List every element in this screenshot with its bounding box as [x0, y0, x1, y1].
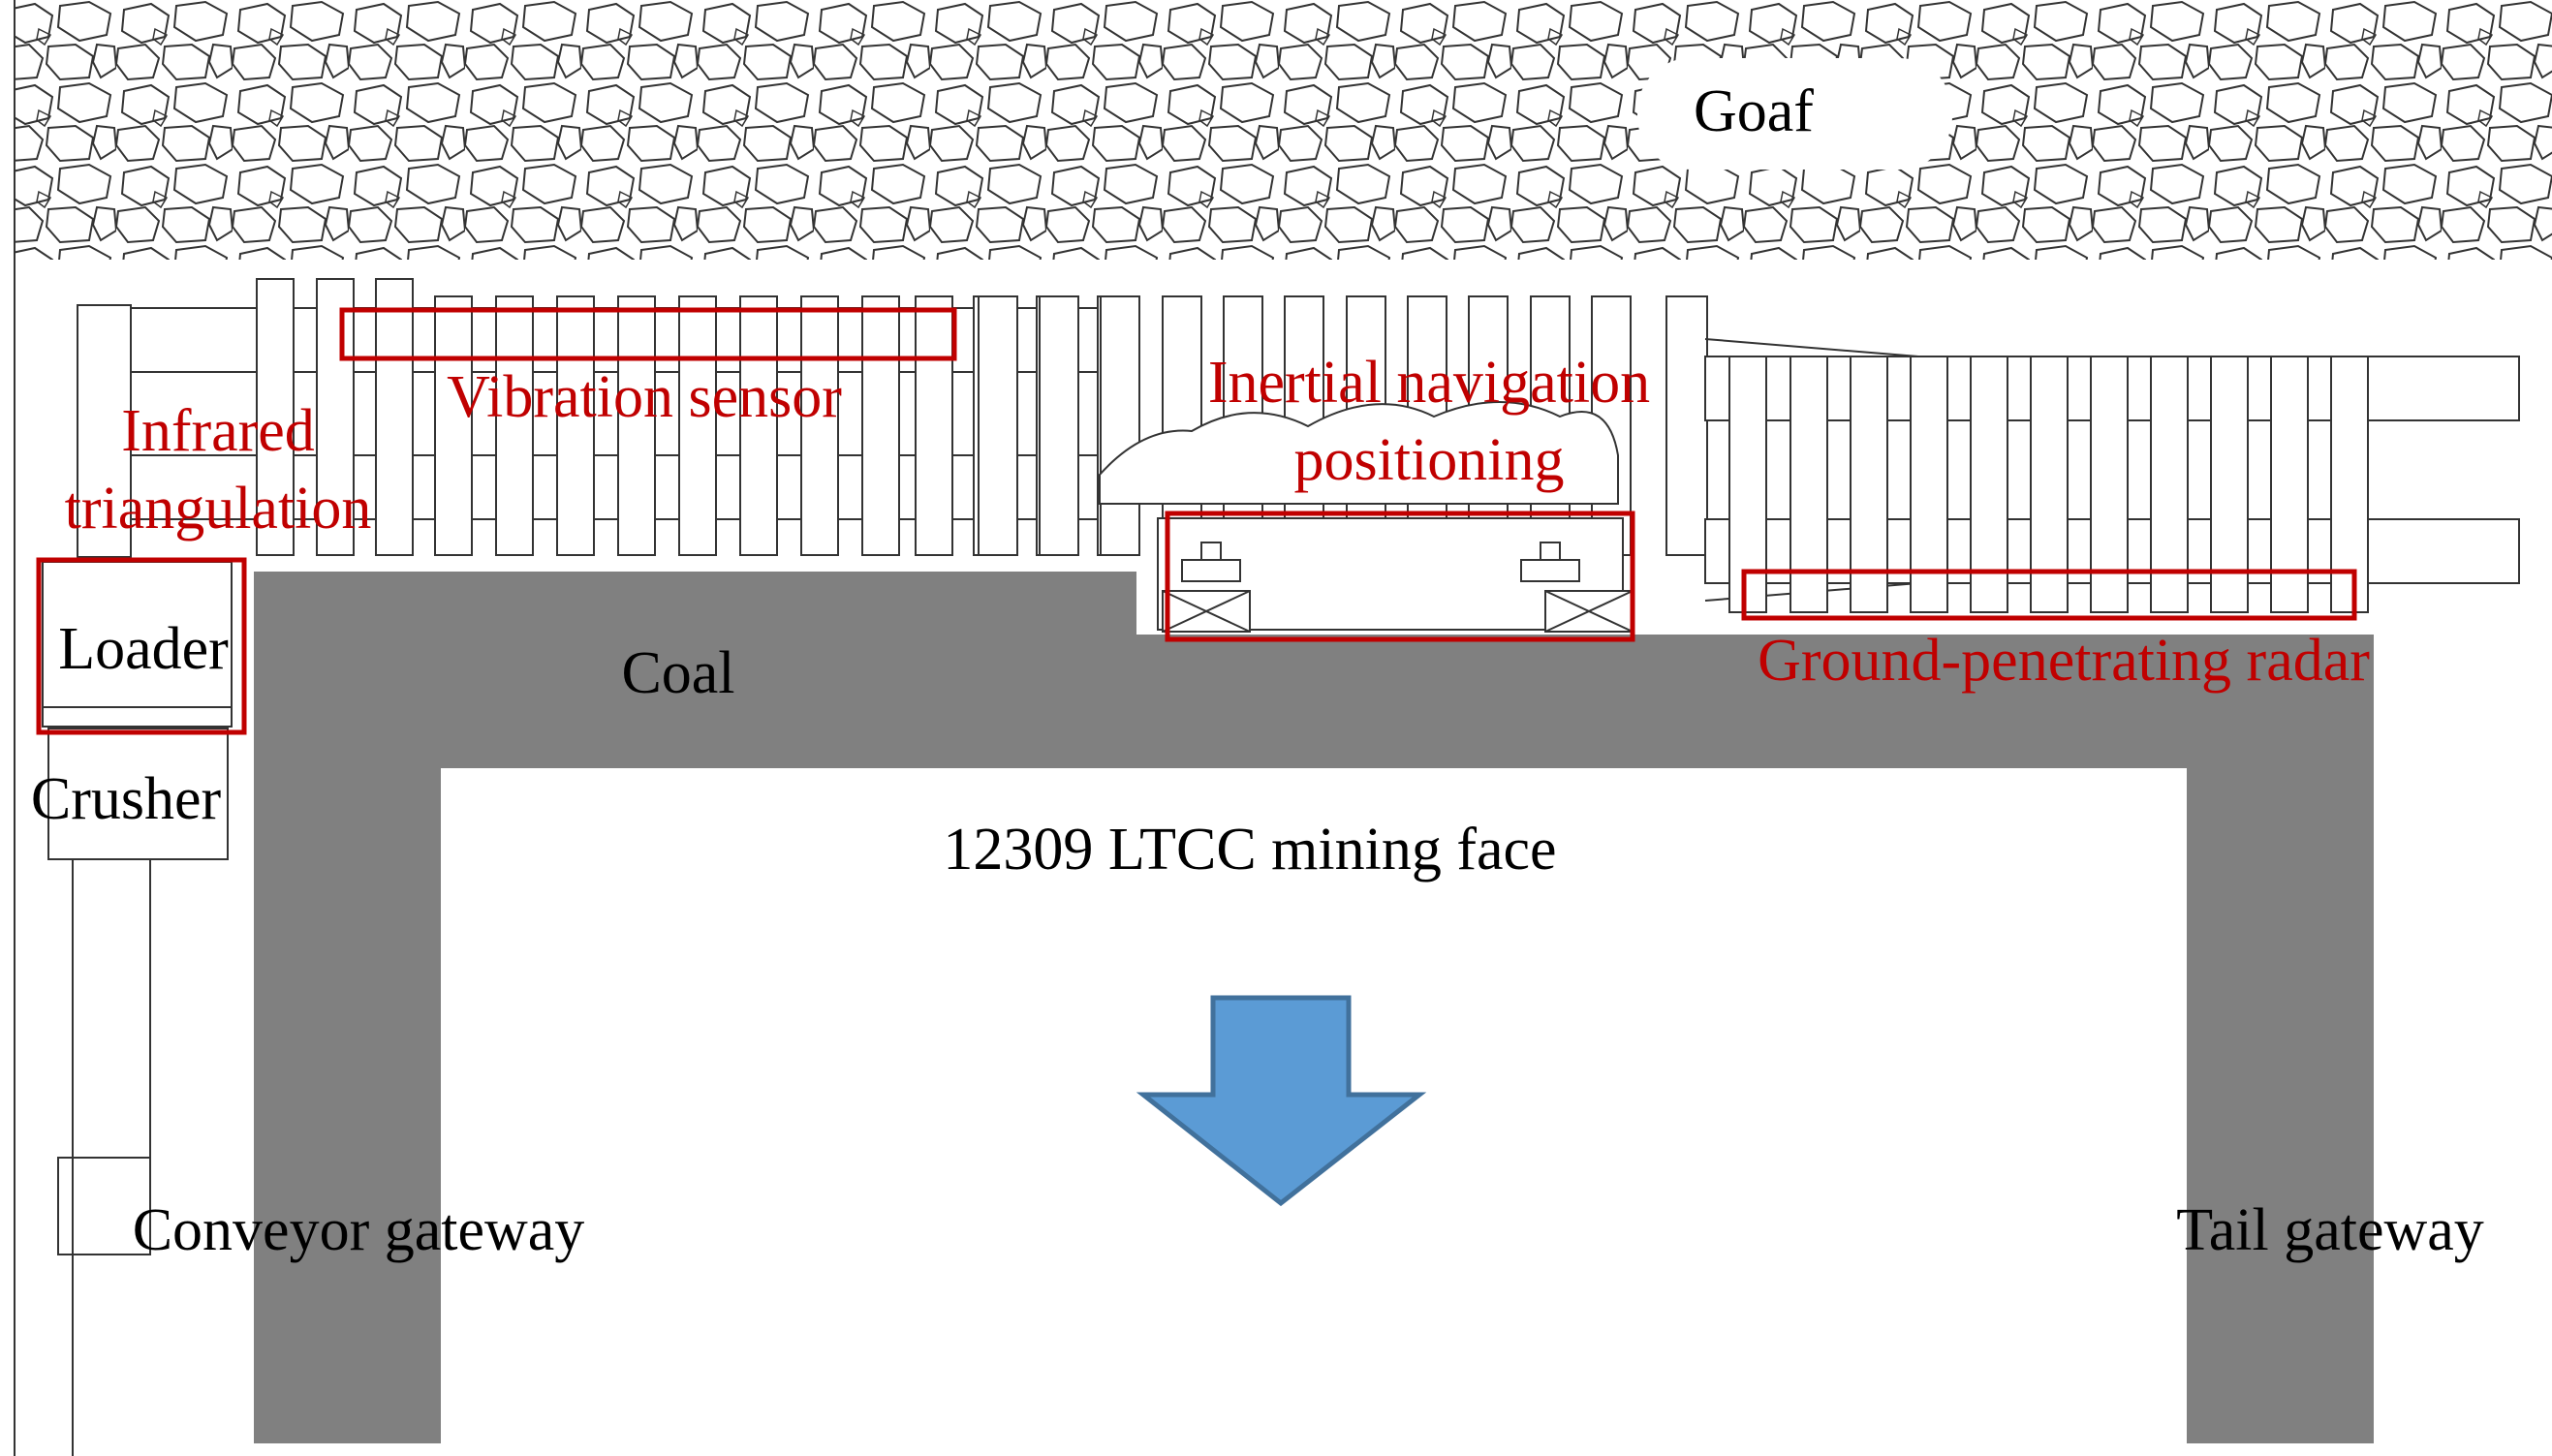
inertial-label-line2: positioning: [1293, 427, 1564, 493]
coal-label: Coal: [621, 640, 734, 706]
annotation-boxes: [36, 307, 2357, 735]
coal-seam: [254, 572, 2374, 1443]
loader-equipment: [42, 561, 233, 728]
conveyor-gateway-label: Conveyor gateway: [133, 1197, 585, 1263]
infrared-label-line1: Infrared: [121, 398, 315, 464]
gpr-label: Ground-penetrating radar: [1758, 628, 2370, 694]
inertial-navigation-box: [1165, 511, 1635, 642]
mining-face-label: 12309 LTCC mining face: [943, 817, 1556, 883]
ground-penetrating-radar-box: [1741, 569, 2357, 621]
shearer: [1099, 401, 1634, 633]
infrared-label-line2: triangulation: [65, 476, 372, 542]
crusher-label: Crusher: [31, 766, 222, 832]
crusher-equipment: [47, 728, 229, 860]
goaf-label: Goaf: [1694, 78, 1814, 144]
goaf-label-bg: [1637, 58, 1952, 170]
inertial-label-line1: Inertial navigation: [1208, 350, 1650, 416]
tail-gateway-label: Tail gateway: [2176, 1197, 2484, 1263]
arrow-down-icon: [1136, 995, 1427, 1207]
vibration-sensor-box: [339, 307, 957, 361]
infrared-box: [36, 557, 247, 735]
loader-label: Loader: [58, 616, 229, 682]
vibration-sensor-label: Vibration sensor: [447, 364, 842, 430]
goaf-zone: [15, 0, 2552, 260]
belt-conveyor: [57, 858, 151, 1456]
